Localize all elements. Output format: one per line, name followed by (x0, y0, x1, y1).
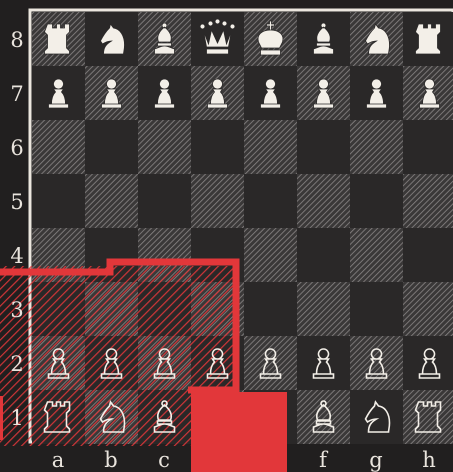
square-d6[interactable] (191, 120, 244, 174)
square-g3[interactable] (350, 282, 403, 336)
square-f4[interactable] (297, 228, 350, 282)
square-h5[interactable] (403, 174, 453, 228)
square-c6[interactable] (138, 120, 191, 174)
rank-label: 7 (6, 84, 28, 105)
rank-label: 5 (6, 192, 28, 213)
square-h2[interactable] (403, 336, 453, 390)
square-a5[interactable] (32, 174, 85, 228)
file-label: f (303, 450, 343, 471)
highlight-hatch-bottom (236, 392, 286, 442)
square-h4[interactable] (403, 228, 453, 282)
square-h3[interactable] (403, 282, 453, 336)
square-g1[interactable] (350, 390, 403, 444)
square-e2[interactable] (244, 336, 297, 390)
square-h1[interactable] (403, 390, 453, 444)
rank-label: 3 (6, 300, 28, 321)
square-d5[interactable] (191, 174, 244, 228)
rank-label: 8 (6, 30, 28, 51)
square-f1[interactable] (297, 390, 350, 444)
square-g6[interactable] (350, 120, 403, 174)
file-label: g (356, 450, 396, 471)
rank-label: 1 (6, 408, 28, 429)
rank-label: 6 (6, 138, 28, 159)
square-c5[interactable] (138, 174, 191, 228)
square-a6[interactable] (32, 120, 85, 174)
square-f5[interactable] (297, 174, 350, 228)
square-e6[interactable] (244, 120, 297, 174)
square-h6[interactable] (403, 120, 453, 174)
square-g4[interactable] (350, 228, 403, 282)
rook-icon[interactable] (416, 24, 441, 54)
square-f3[interactable] (297, 282, 350, 336)
file-label: b (91, 450, 131, 471)
rank-label: 4 (6, 246, 28, 267)
square-e5[interactable] (244, 174, 297, 228)
square-g2[interactable] (350, 336, 403, 390)
file-label: h (409, 450, 449, 471)
square-b6[interactable] (85, 120, 138, 174)
square-g5[interactable] (350, 174, 403, 228)
rook-icon[interactable] (45, 24, 70, 54)
file-label: c (144, 450, 184, 471)
square-e3[interactable] (244, 282, 297, 336)
square-f6[interactable] (297, 120, 350, 174)
square-b5[interactable] (85, 174, 138, 228)
square-e4[interactable] (244, 228, 297, 282)
rank-label: 2 (6, 354, 28, 375)
file-label: a (38, 450, 78, 471)
square-f2[interactable] (297, 336, 350, 390)
rook-glyph (416, 24, 441, 54)
rook-glyph (45, 24, 70, 54)
